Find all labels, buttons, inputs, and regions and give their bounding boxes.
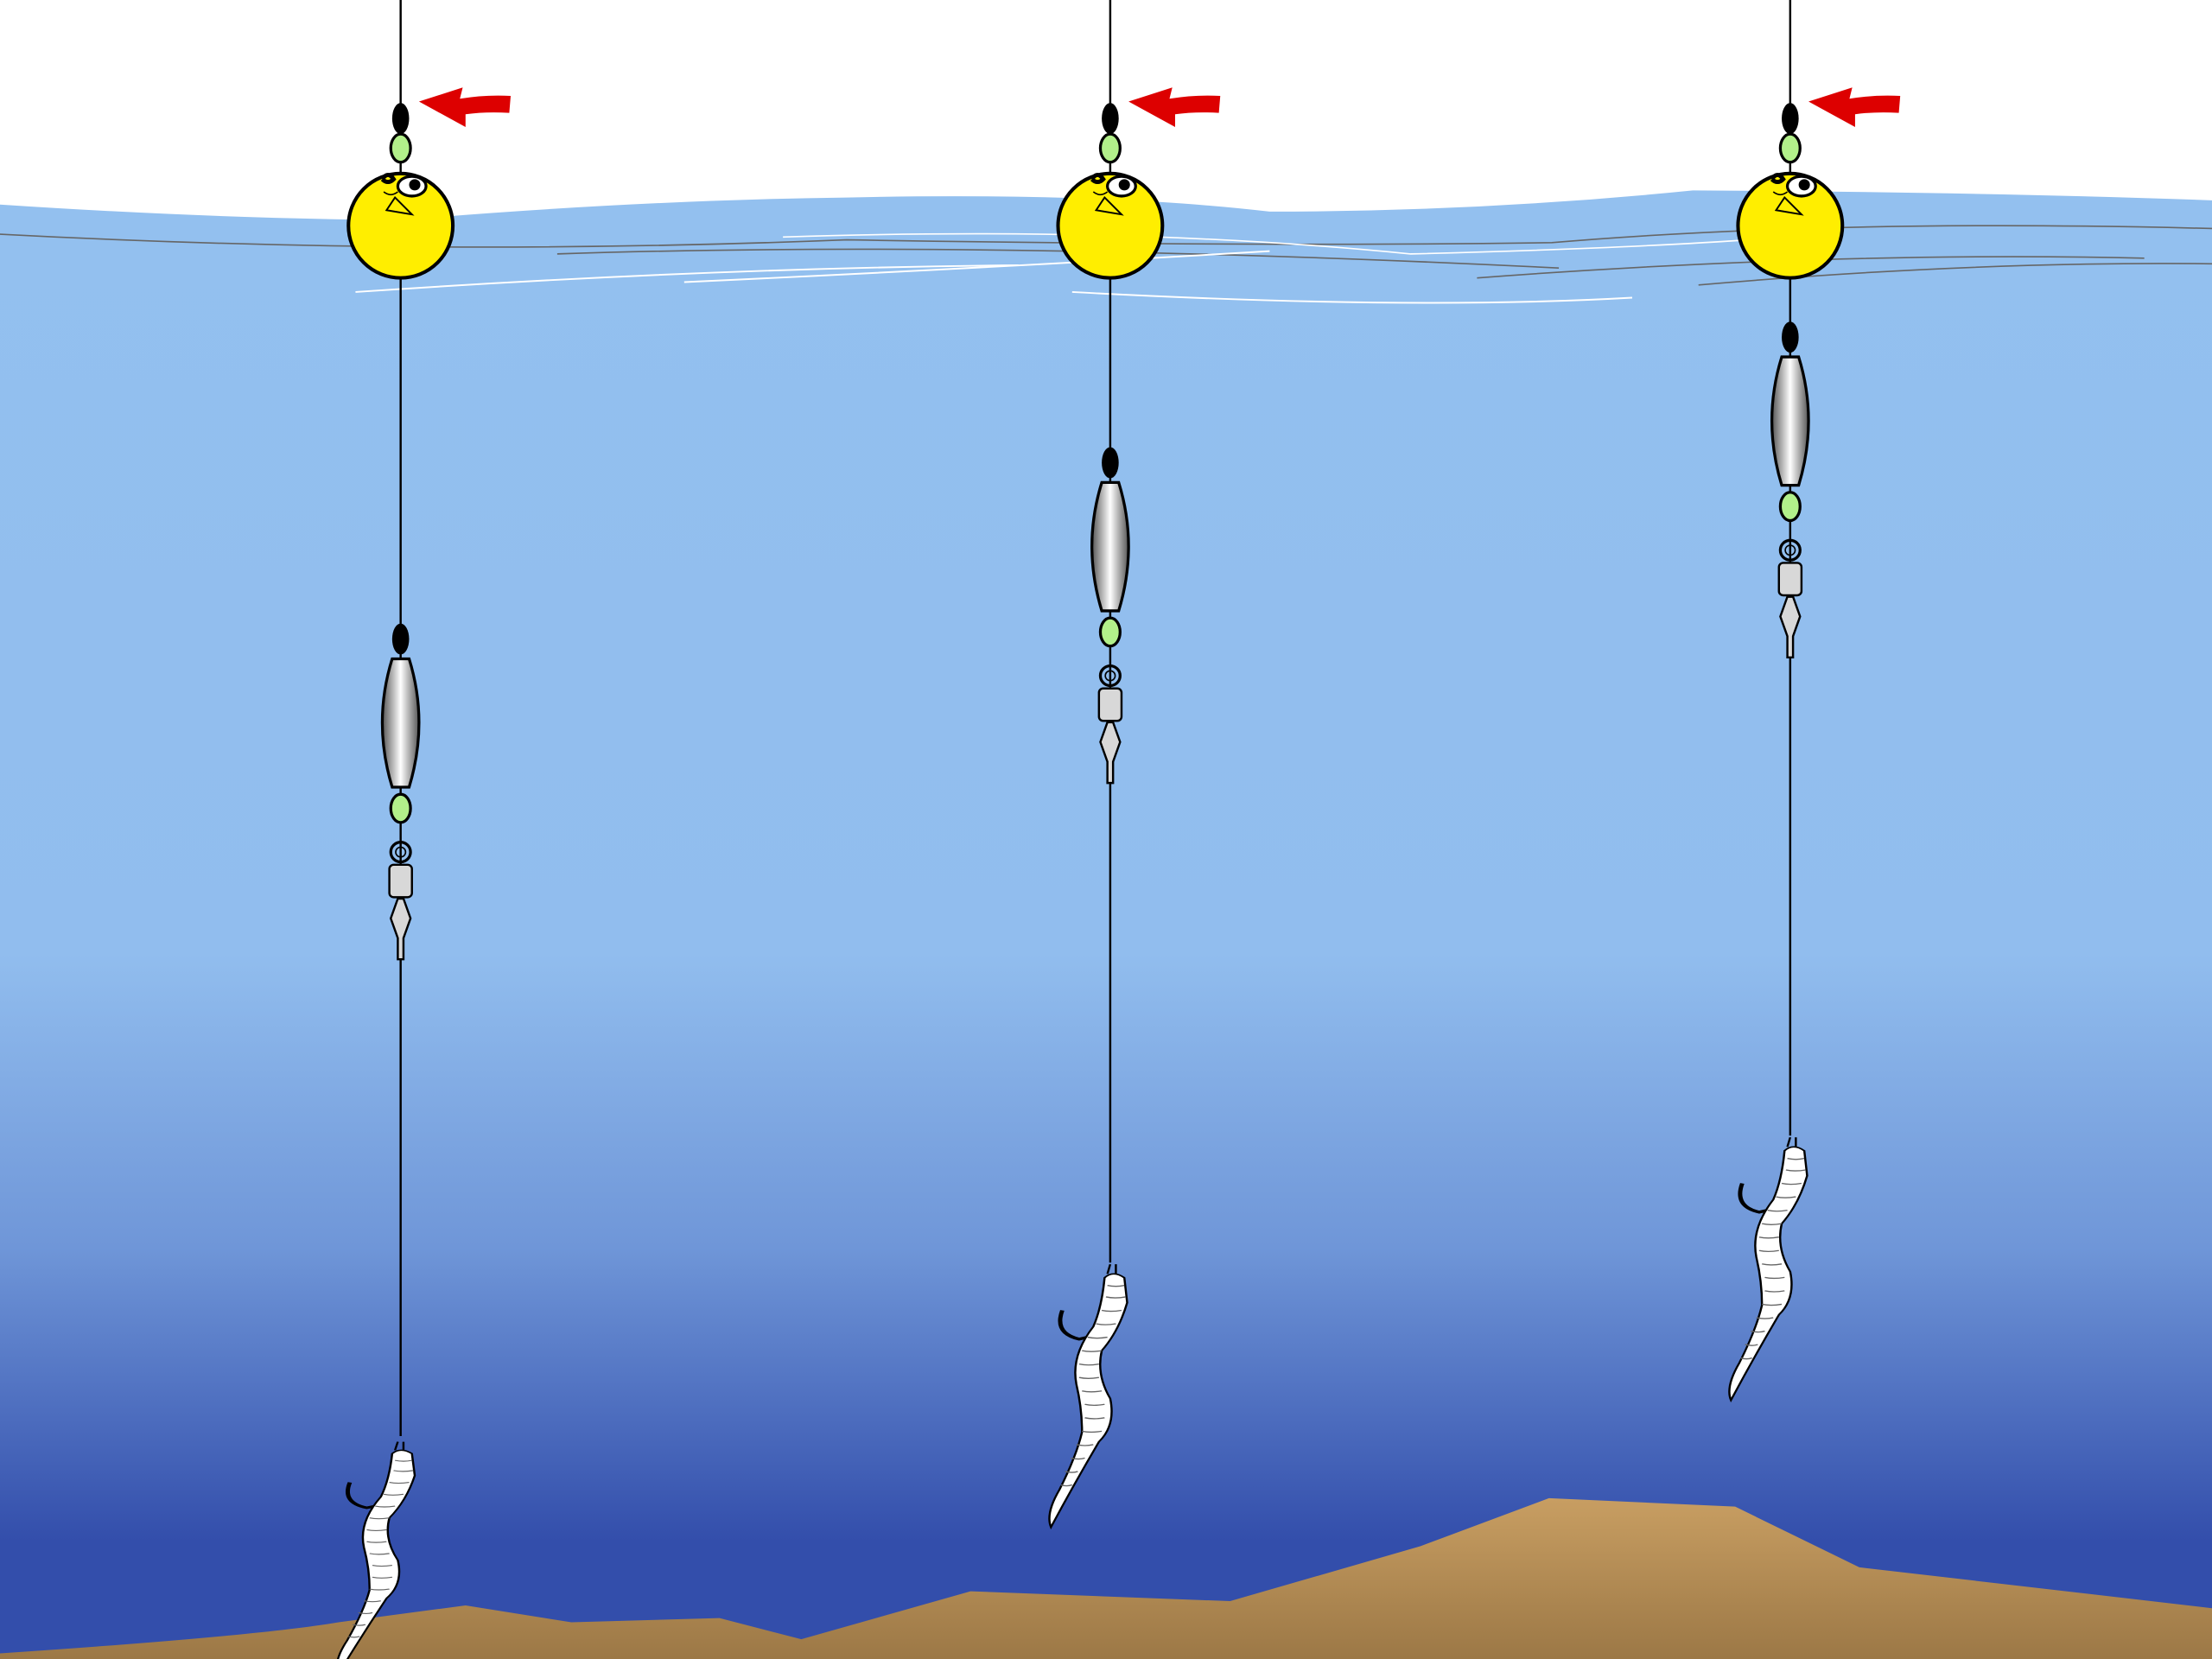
water (0, 190, 2212, 1659)
seabed (0, 1497, 2212, 1659)
rig-shallow (1729, 0, 1901, 1400)
rig-mid (1049, 0, 1221, 1527)
rig-deep (337, 0, 512, 1659)
